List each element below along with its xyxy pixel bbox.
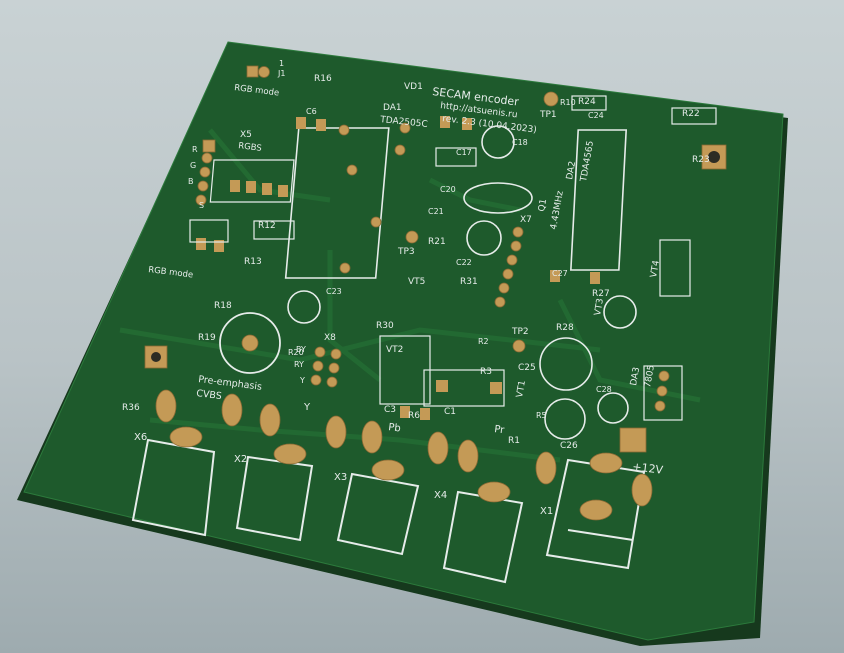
x5-pin-g: G [190, 161, 196, 170]
x8-header [310, 346, 342, 388]
x8-label: X8 [324, 333, 336, 343]
svg-text:C27: C27 [552, 269, 568, 278]
svg-text:R23: R23 [692, 155, 710, 165]
svg-text:R16: R16 [314, 74, 332, 84]
x7-header [494, 226, 524, 308]
c22-outline [466, 220, 502, 256]
x6-label: X6 [134, 432, 147, 443]
pr-label: Pr [494, 424, 506, 436]
smd-outlines [189, 95, 717, 421]
da3-part-label: 7805 [643, 364, 657, 388]
crystal-designator: Q1 [537, 198, 549, 212]
trimmer-pad [241, 334, 259, 352]
x5-pin-s: S [199, 201, 204, 210]
x5-header [195, 139, 216, 206]
pb-label: Pb [388, 422, 402, 434]
tp3-pad [405, 230, 419, 244]
cvbs-label: CVBS [196, 388, 223, 402]
da1-pads [338, 122, 411, 274]
j1-pads [246, 65, 270, 78]
da2-label: DA2 [565, 160, 578, 180]
rgbs-label: RGBS [238, 141, 263, 154]
x8-pin-ry: RY [294, 360, 304, 369]
svg-text:C18: C18 [512, 138, 528, 147]
svg-text:R20: R20 [288, 348, 304, 357]
svg-text:C1: C1 [444, 407, 456, 417]
svg-text:R6: R6 [408, 411, 420, 421]
smd-pads [196, 116, 600, 420]
x8-pin-by: BY [296, 345, 306, 354]
svg-text:R21: R21 [428, 237, 446, 247]
tp1-pad [543, 91, 559, 107]
svg-text:R5: R5 [536, 411, 547, 420]
y-label: Y [303, 402, 311, 413]
svg-text:C24: C24 [588, 111, 604, 120]
svg-text:R30: R30 [376, 321, 394, 331]
da2-outline [570, 129, 628, 271]
svg-text:R28: R28 [556, 323, 574, 333]
x1-label: X1 [540, 506, 553, 517]
component-designators: R1 R2 R3 R5 R6 R10 R12 R13 R16 R18 R19 R… [122, 74, 710, 451]
svg-text:C3: C3 [384, 405, 396, 415]
c23-outline [287, 290, 321, 324]
x8-pin-y: Y [299, 376, 305, 385]
svg-text:R1: R1 [508, 436, 520, 446]
pcb-board [23, 41, 784, 641]
tp3-label: TP3 [397, 247, 415, 257]
c26-outline [544, 398, 586, 440]
x7-label: X7 [520, 215, 532, 225]
svg-text:C17: C17 [456, 148, 472, 157]
x5-label: X5 [240, 130, 252, 140]
vt3-label: VT3 [593, 298, 606, 317]
svg-text:R18: R18 [214, 301, 232, 311]
svg-text:R27: R27 [592, 289, 610, 299]
svg-text:C6: C6 [306, 107, 317, 116]
power-label: +12V [632, 460, 665, 477]
x3-label: X3 [334, 472, 347, 483]
svg-text:C28: C28 [596, 385, 612, 394]
x5-pin-r: R [192, 145, 198, 154]
svg-text:C21: C21 [428, 207, 444, 216]
da1-label: DA1 [383, 103, 402, 113]
svg-text:R3: R3 [480, 367, 492, 377]
svg-text:R22: R22 [682, 109, 700, 119]
jumper-pin-1: 1 [279, 59, 284, 68]
trimmer-outline [219, 312, 281, 374]
tp1-label: TP1 [539, 110, 557, 120]
vt5-label: VT5 [408, 277, 425, 287]
svg-text:C25: C25 [518, 363, 536, 373]
c25-outline [539, 337, 593, 391]
svg-text:R10: R10 [560, 98, 576, 107]
svg-text:R13: R13 [244, 257, 262, 267]
svg-text:C23: C23 [326, 287, 342, 296]
svg-text:R12: R12 [258, 221, 276, 231]
svg-text:C22: C22 [456, 258, 472, 267]
c28-outline [597, 392, 629, 424]
mount-pad-bottom [619, 427, 647, 453]
x5-pin-b: B [188, 177, 194, 186]
vt1-label: VT1 [515, 380, 528, 399]
rca-pads [155, 389, 653, 521]
svg-text:R24: R24 [578, 97, 596, 107]
crystal-outline [463, 182, 533, 214]
x4-label: X4 [434, 490, 447, 501]
tp2-pad [512, 339, 526, 353]
tp2-label: TP2 [511, 327, 529, 337]
vt4-label: VT4 [649, 259, 662, 278]
svg-text:C26: C26 [560, 441, 578, 451]
jumper-label: J1 [277, 69, 285, 78]
da3-pads [654, 370, 670, 412]
vt2-label: VT2 [386, 345, 403, 355]
svg-text:R2: R2 [478, 337, 489, 346]
diode-label: VD1 [404, 82, 423, 92]
x2-label: X2 [234, 454, 247, 465]
vt3-outline [603, 295, 637, 329]
da3-label: DA3 [629, 366, 642, 386]
svg-text:R36: R36 [122, 403, 140, 413]
svg-text:R19: R19 [198, 333, 216, 343]
c18-outline [481, 125, 515, 159]
svg-text:R31: R31 [460, 277, 478, 287]
svg-text:C20: C20 [440, 185, 456, 194]
